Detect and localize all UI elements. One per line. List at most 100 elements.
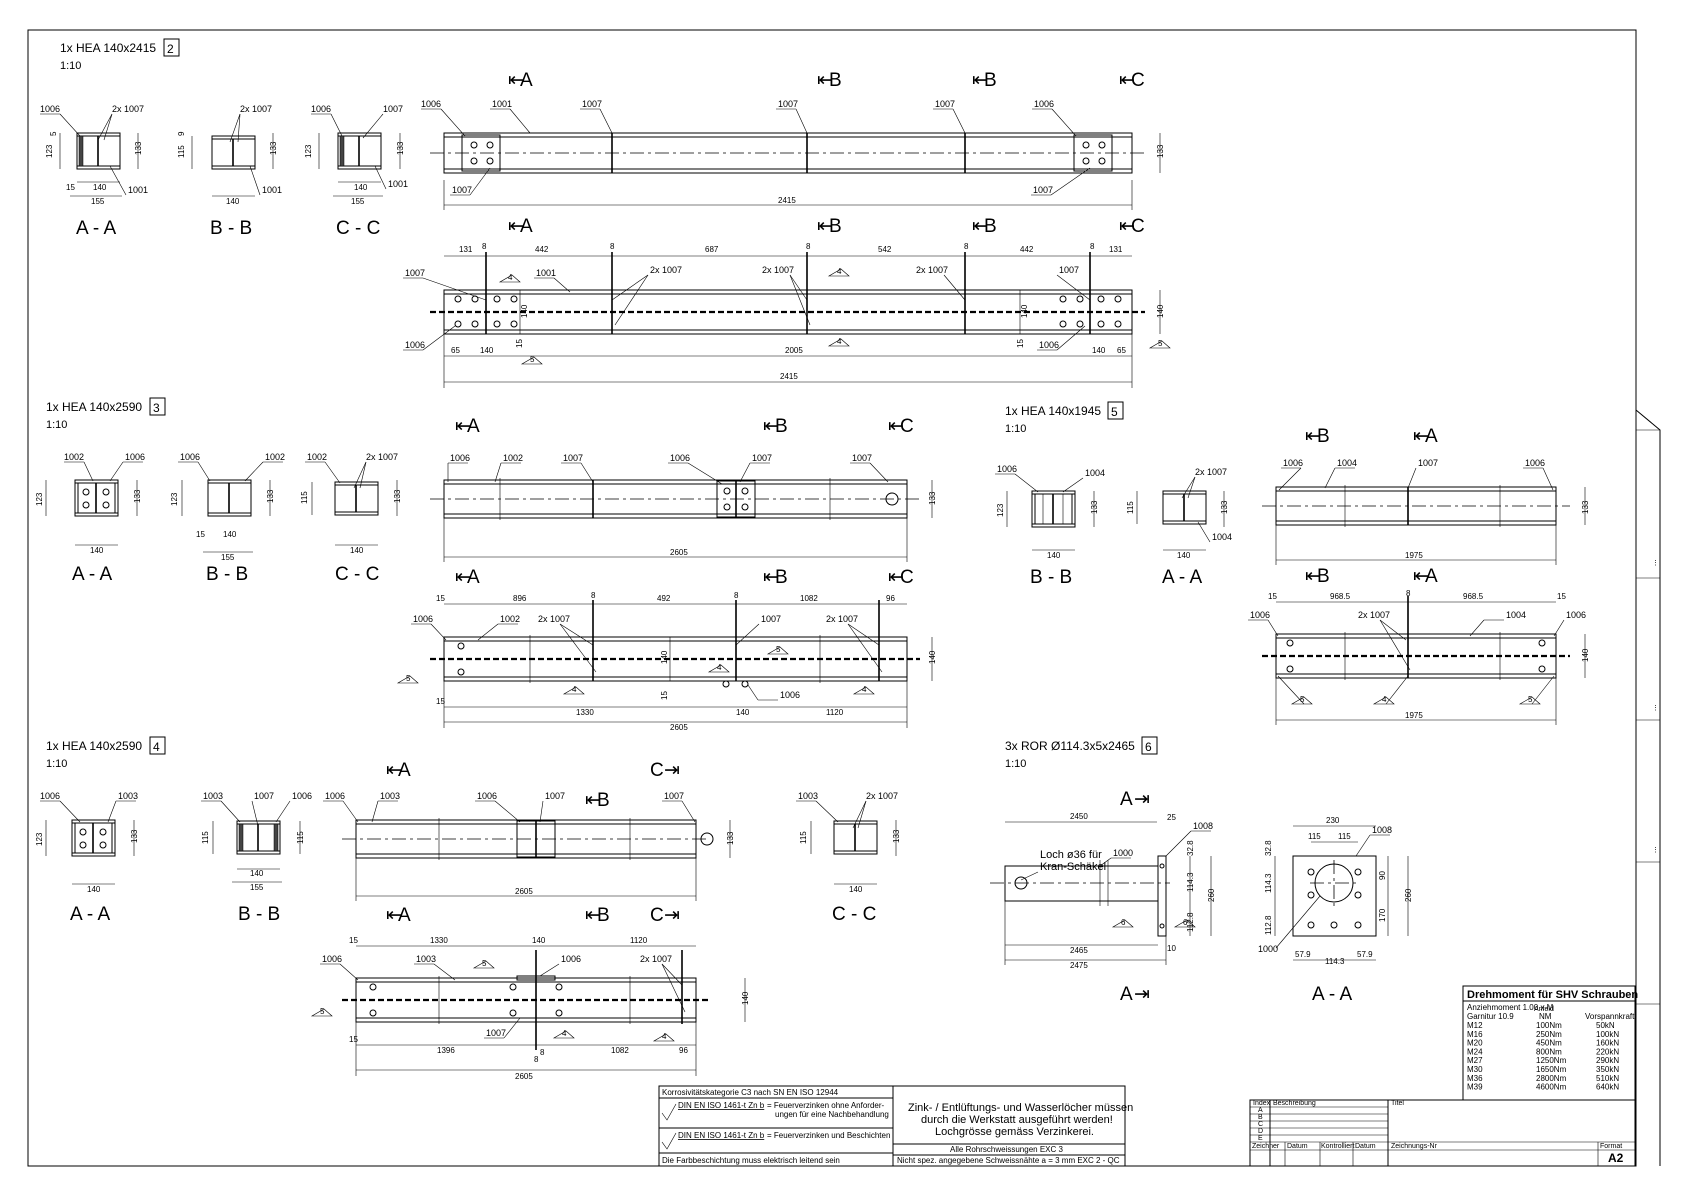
svg-text:1007: 1007 (752, 453, 772, 463)
svg-text:ungen für eine Nachbehandlung: ungen für eine Nachbehandlung (775, 1110, 889, 1119)
torque-cell-nm: 800Nm (1536, 1047, 1562, 1056)
svg-text:542: 542 (878, 245, 892, 254)
svg-text:5: 5 (49, 131, 58, 136)
svg-text:2x 1007: 2x 1007 (366, 452, 398, 462)
svg-text:140: 140 (1177, 551, 1191, 560)
svg-text:Garnitur 10.9: Garnitur 10.9 (1467, 1012, 1514, 1021)
svg-text:1x HEA 140x1945: 1x HEA 140x1945 (1005, 404, 1101, 418)
svg-text:131: 131 (1109, 245, 1123, 254)
svg-text:57.9: 57.9 (1357, 950, 1373, 959)
svg-text:⇤: ⇤ (1305, 566, 1321, 587)
svg-text:968.5: 968.5 (1330, 592, 1351, 601)
svg-text:1:10: 1:10 (60, 60, 81, 72)
svg-text:1006: 1006 (413, 614, 433, 624)
svg-text:B: B (1317, 426, 1330, 447)
svg-text:Zeichner: Zeichner (1252, 1143, 1280, 1150)
svg-text:230: 230 (1326, 816, 1340, 825)
torque-cell-nm: 2800Nm (1536, 1074, 1567, 1083)
svg-text:1007: 1007 (935, 99, 955, 109)
svg-text:⇤: ⇤ (585, 905, 601, 926)
svg-text:1000: 1000 (1113, 848, 1133, 858)
svg-text:140: 140 (354, 183, 368, 192)
svg-text:⇤: ⇤ (817, 216, 833, 237)
svg-text:1004: 1004 (1212, 532, 1232, 542)
svg-text:155: 155 (351, 197, 365, 206)
svg-text:⇤: ⇤ (972, 70, 988, 91)
svg-text:2x 1007: 2x 1007 (538, 614, 570, 624)
svg-text:1007: 1007 (1033, 185, 1053, 195)
torque-cell-size: M30 (1467, 1065, 1483, 1074)
svg-text:A: A (398, 905, 411, 926)
svg-text:96: 96 (886, 594, 895, 603)
svg-text:15: 15 (66, 183, 75, 192)
svg-text:1003: 1003 (416, 954, 436, 964)
svg-text:1006: 1006 (561, 954, 581, 964)
svg-text:A: A (520, 216, 533, 237)
svg-text:Anfeld: Anfeld (1534, 1006, 1554, 1013)
svg-text:1003: 1003 (203, 791, 223, 801)
svg-text:1006: 1006 (670, 453, 690, 463)
svg-text:1004: 1004 (1337, 458, 1357, 468)
title-block: Index Beschreibung Titel A B C D E Zeich… (1249, 1099, 1636, 1167)
svg-text:15: 15 (436, 594, 445, 603)
svg-text:8: 8 (591, 591, 596, 600)
svg-text:140: 140 (93, 183, 107, 192)
svg-text:1002: 1002 (307, 452, 327, 462)
part-2-header: 1x HEA 140x2415 2 1:10 (60, 38, 180, 72)
svg-text:1000: 1000 (1258, 944, 1278, 954)
svg-text:155: 155 (91, 197, 105, 206)
svg-text:3: 3 (153, 401, 160, 415)
svg-text:⇥: ⇥ (664, 760, 680, 781)
svg-text:4: 4 (562, 1029, 567, 1038)
svg-text:Drehmoment für SHV Schrauben: Drehmoment für SHV Schrauben (1467, 989, 1638, 1001)
part-4-section-aa: 123 133 1006 1003 140 A - A (35, 791, 139, 925)
sheet-frame (27, 29, 1637, 1167)
svg-text:1007: 1007 (582, 99, 602, 109)
svg-text:⇤: ⇤ (455, 567, 471, 588)
svg-text:6: 6 (1121, 918, 1126, 927)
svg-text:Titel: Titel (1391, 1100, 1404, 1107)
part-2-section-cc: 123 133 1006 1007 1001 140 155 C - C (304, 104, 408, 239)
svg-text:1003: 1003 (380, 791, 400, 801)
svg-text:4: 4 (862, 685, 867, 694)
svg-text:⇤: ⇤ (386, 905, 402, 926)
svg-text:8: 8 (1406, 589, 1411, 598)
svg-text:1006: 1006 (1283, 458, 1303, 468)
svg-text:B: B (1317, 566, 1330, 587)
svg-text:1008: 1008 (1372, 825, 1392, 835)
svg-text:B: B (984, 216, 997, 237)
svg-text:123: 123 (996, 503, 1005, 517)
part-5-section-bb: 123 133 1006 1004 140 B - B (995, 464, 1105, 588)
svg-text:115: 115 (1338, 832, 1351, 841)
svg-text:140: 140 (532, 936, 546, 945)
svg-text:15: 15 (515, 339, 524, 348)
svg-text:96: 96 (679, 1046, 688, 1055)
svg-text:133: 133 (133, 489, 142, 503)
svg-text:123: 123 (304, 144, 313, 158)
svg-text:2x 1007: 2x 1007 (1358, 610, 1390, 620)
sheet-fold-edge (1635, 409, 1661, 1166)
svg-text:1082: 1082 (611, 1046, 629, 1055)
fold-marks: ⋮⋮⋮ (1636, 429, 1660, 1005)
svg-text:32.8: 32.8 (1186, 840, 1195, 856)
svg-text:Vorspannkraft: Vorspannkraft (1585, 1012, 1635, 1021)
svg-text:Zink- / Entlüftungs- und Wasse: Zink- / Entlüftungs- und Wasserlöcher mü… (908, 1102, 1133, 1114)
svg-text:1002: 1002 (503, 453, 523, 463)
svg-text:A - A: A - A (72, 564, 112, 585)
svg-text:15: 15 (1268, 592, 1277, 601)
svg-text:⇤: ⇤ (455, 416, 471, 437)
svg-text:140: 140 (520, 304, 529, 318)
svg-text:2x 1007: 2x 1007 (1195, 467, 1227, 477)
svg-text:2450: 2450 (1070, 812, 1088, 821)
svg-text:8: 8 (482, 242, 487, 251)
svg-text:B: B (597, 905, 610, 926)
svg-text:= Feuerverzinken und Beschicht: = Feuerverzinken und Beschichten (767, 1131, 890, 1140)
svg-text:Die Farbbeschichtung muss elek: Die Farbbeschichtung muss elektrisch lei… (662, 1156, 840, 1165)
svg-text:1006: 1006 (405, 340, 425, 350)
svg-text:Alle Rohrschweissungen EXC 3: Alle Rohrschweissungen EXC 3 (950, 1145, 1063, 1154)
svg-text:1006: 1006 (997, 464, 1017, 474)
svg-text:⇤: ⇤ (888, 567, 904, 588)
torque-cell-kn: 510kN (1596, 1074, 1619, 1083)
